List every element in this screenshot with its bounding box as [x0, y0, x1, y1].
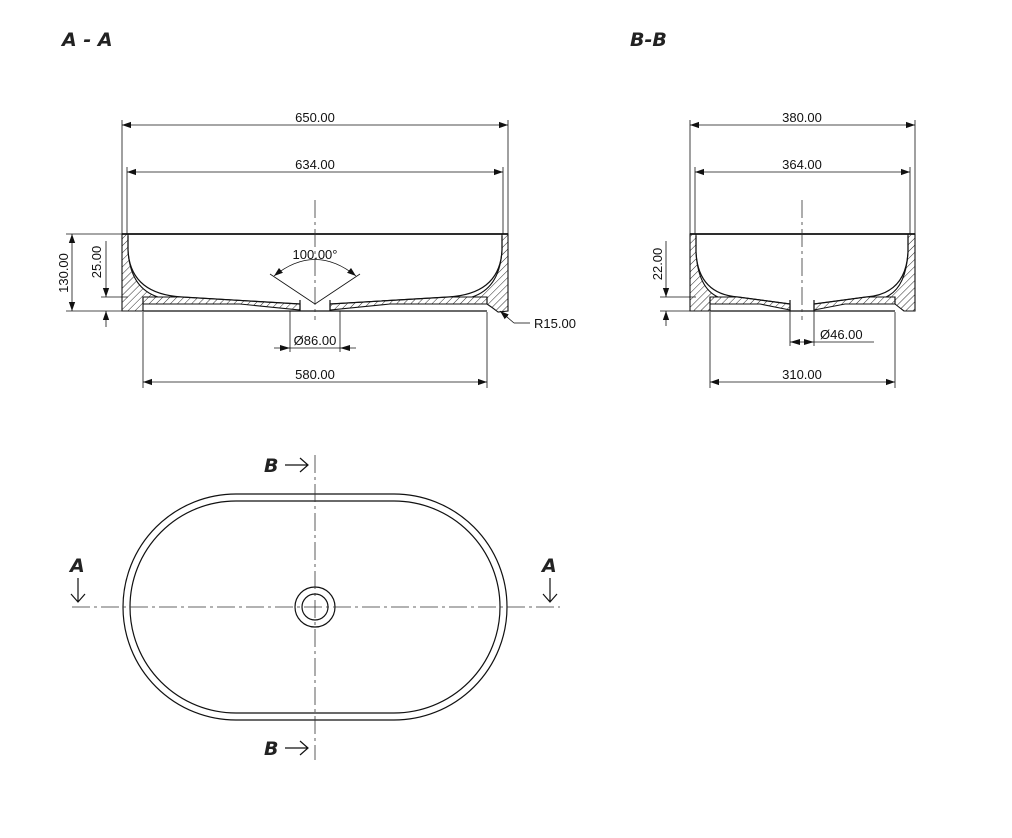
plan-arrow-b-bottom — [285, 740, 309, 756]
section-aa-view: 650.00 634.00 580.00 130.00 25.00 100.00… — [56, 110, 576, 388]
plan-marker-a-right: A — [540, 555, 557, 577]
bb-right-floor-section — [813, 296, 896, 311]
plan-arrow-b-top — [285, 457, 309, 473]
aa-dim-drain-diameter: Ø86.00 — [294, 333, 337, 348]
aa-angle-leg-left — [269, 273, 316, 305]
plan-arrow-a-right — [542, 578, 558, 603]
plan-arrow-a-left — [70, 578, 86, 603]
aa-dim-inner-width: 634.00 — [295, 157, 335, 172]
aa-left-floor-section — [142, 296, 301, 311]
plan-outer-rim — [122, 493, 508, 721]
aa-dim-drain-angle: 100.00° — [293, 247, 338, 262]
bb-right-wall-section — [885, 233, 916, 312]
aa-dim-base-width: 580.00 — [295, 367, 335, 382]
section-bb-view: 380.00 364.00 310.00 22.00 Ø46.00 — [650, 110, 916, 388]
bb-dim-base-width: 310.00 — [782, 367, 822, 382]
plan-marker-b-bottom: B — [264, 738, 278, 760]
aa-dim-overall-width: 650.00 — [295, 110, 335, 125]
section-label-aa: A - A — [60, 29, 113, 51]
section-label-bb: B-B — [630, 29, 667, 51]
plan-marker-b-top: B — [264, 455, 278, 477]
bb-dim-rim-depth: 22.00 — [650, 248, 665, 281]
plan-view: B B A A — [68, 455, 560, 760]
aa-radius-leader — [499, 310, 515, 324]
aa-angle-leg-right — [314, 273, 361, 305]
plan-inner-rim — [129, 500, 501, 714]
bb-drain-arrows — [790, 339, 814, 345]
plan-marker-a-left: A — [68, 555, 85, 577]
bb-dim-inner-width: 364.00 — [782, 157, 822, 172]
aa-dim-foot-radius: R15.00 — [534, 316, 576, 331]
aa-right-floor-section — [329, 296, 488, 311]
bb-dim-overall-width: 380.00 — [782, 110, 822, 125]
bb-dim-drain-diameter: Ø46.00 — [820, 327, 863, 342]
aa-dim-height: 130.00 — [56, 253, 71, 293]
aa-dim-rim-depth: 25.00 — [89, 246, 104, 279]
aa-right-wall-section — [471, 233, 509, 313]
bb-left-floor-section — [709, 296, 791, 311]
